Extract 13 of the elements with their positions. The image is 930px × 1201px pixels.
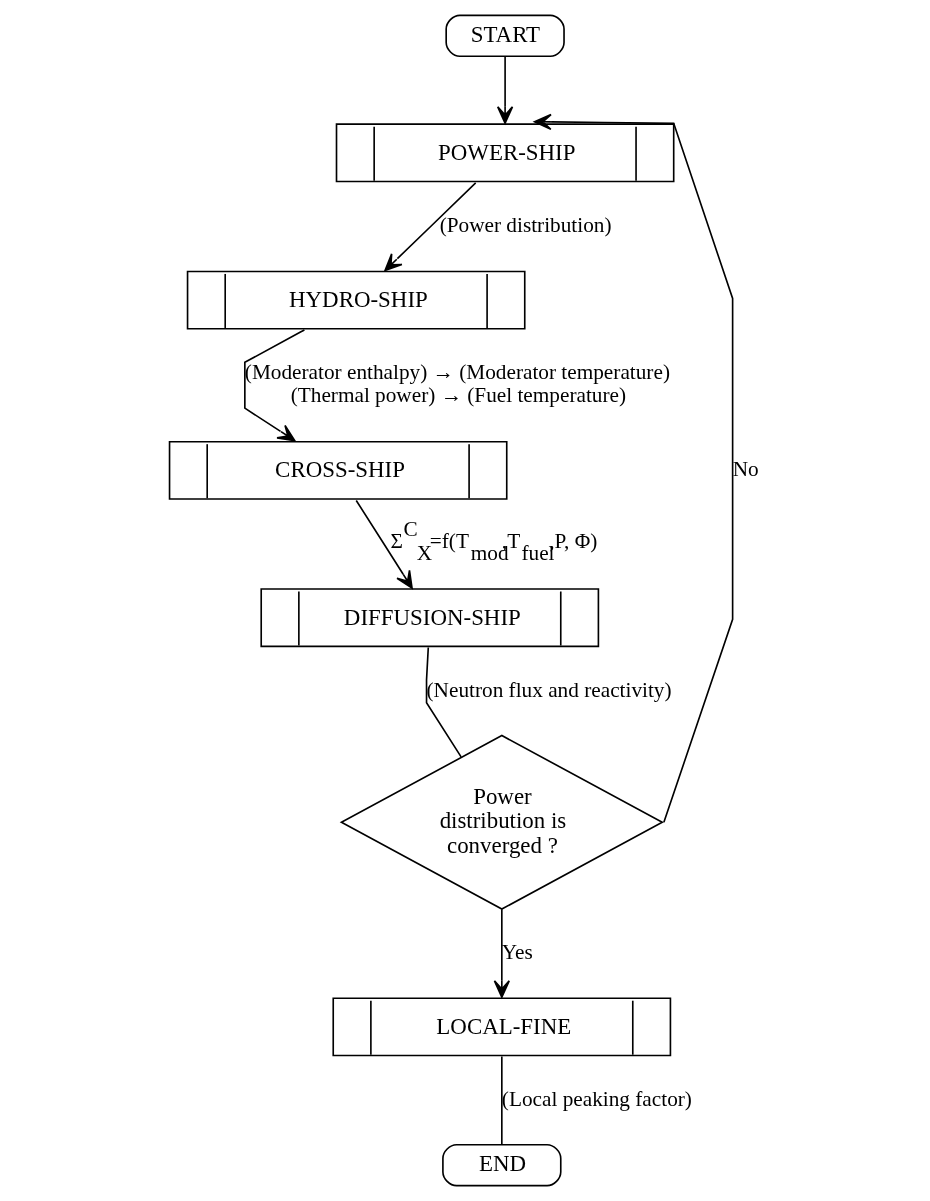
edge-label: (Power distribution) [439,213,612,238]
arrow [533,113,734,824]
arrow [493,908,510,999]
connector [501,1055,503,1146]
node-diamond: Power distribution is converged ? [339,734,664,910]
edge-label: (Neutron flux and reactivity) [426,677,672,702]
node-box: START [445,14,565,58]
arrow [496,55,514,125]
arrow [384,182,477,272]
arrow [355,499,413,589]
edge-label: No [732,456,759,481]
connector [425,646,462,758]
node-box: END [442,1143,562,1187]
